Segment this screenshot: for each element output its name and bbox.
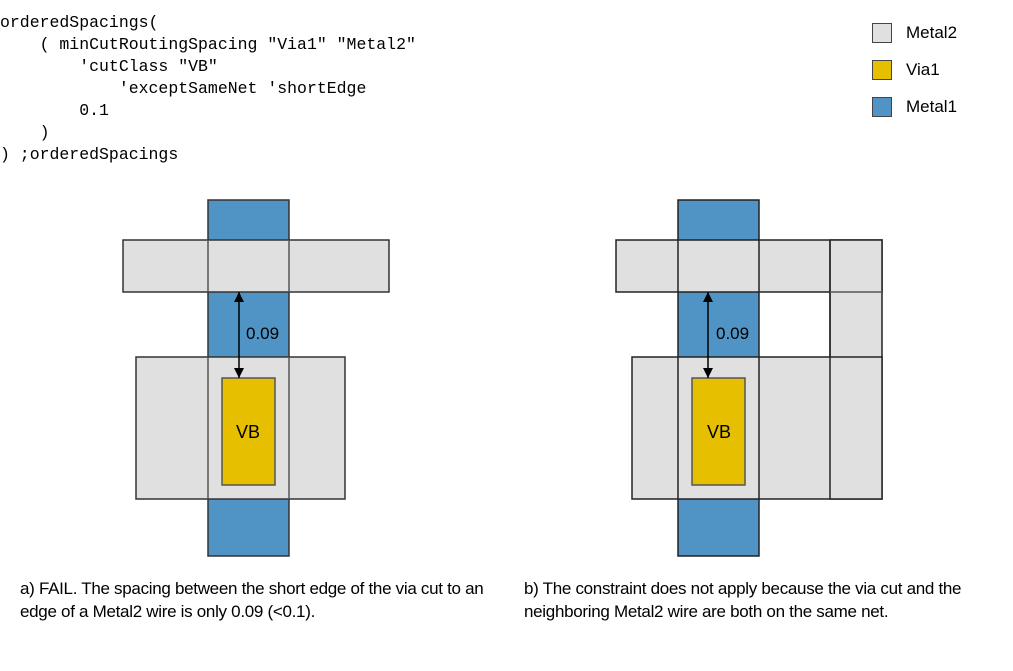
code-line: 'exceptSameNet 'shortEdge [0, 79, 367, 98]
via1-swatch [872, 59, 892, 80]
legend-item-metal2: Metal2 [872, 14, 957, 51]
via-cut [221, 377, 276, 486]
metal2-swatch [872, 22, 892, 43]
spacing-label: 0.09 [716, 324, 749, 343]
code-line: 'cutClass "VB" [0, 57, 218, 76]
code-line: ( minCutRoutingSpacing "Via1" "Metal2" [0, 35, 416, 54]
metal2-wire-bottom [631, 356, 883, 500]
metal1-swatch [872, 96, 892, 117]
diagram-a [122, 199, 390, 557]
code-block: orderedSpacings( ( minCutRoutingSpacing … [0, 12, 416, 166]
legend-item-metal1: Metal1 [872, 88, 957, 125]
legend-label: Metal1 [906, 96, 958, 116]
caption-b: b) The constraint does not apply because… [524, 579, 962, 621]
caption-a: a) FAIL. The spacing between the short e… [20, 579, 484, 621]
legend: Metal2 Via1 Metal1 [872, 14, 957, 125]
code-line: 0.1 [0, 101, 109, 120]
spacing-label: 0.09 [246, 324, 279, 343]
legend-label: Via1 [906, 59, 940, 79]
legend-label: Metal2 [906, 22, 958, 42]
via-label: VB [707, 422, 731, 442]
via-label: VB [236, 422, 260, 442]
code-line: ) ;orderedSpacings [0, 145, 179, 164]
metal2-wire-top [122, 239, 390, 293]
legend-item-via1: Via1 [872, 51, 957, 88]
diagram-b [615, 199, 883, 557]
via-cut [691, 377, 746, 486]
code-line: ) [0, 123, 50, 142]
code-line: orderedSpacings( [0, 13, 159, 32]
